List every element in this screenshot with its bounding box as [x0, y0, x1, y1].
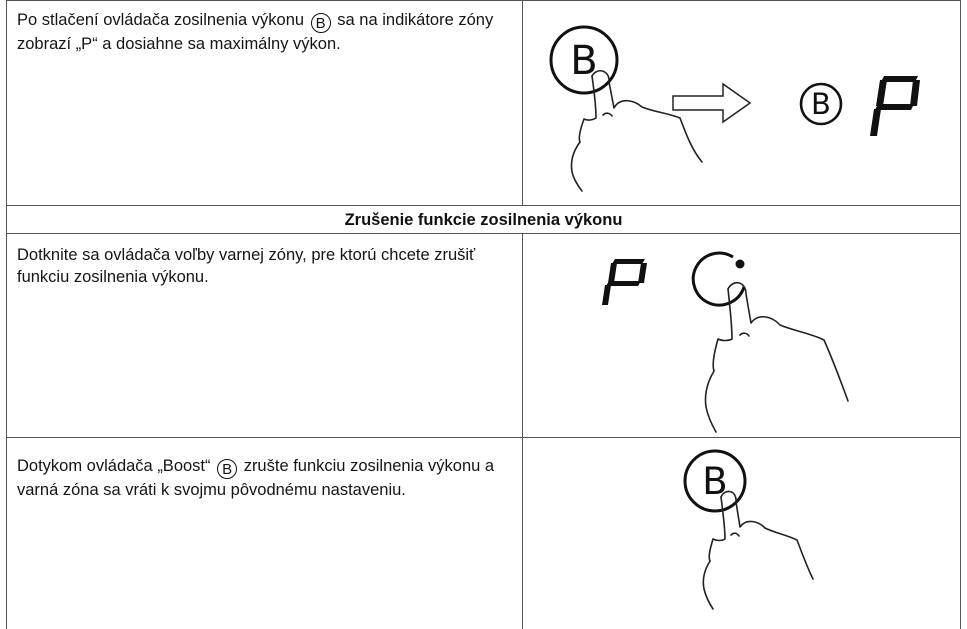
row3-text-before: Dotykom ovládača „Boost“	[17, 457, 211, 475]
table-border-left	[6, 0, 7, 629]
boost-button-letter: B	[702, 460, 727, 503]
table-column-divider-2	[522, 233, 523, 629]
arrow-right-icon	[673, 84, 750, 122]
boost-indicator-icon: B	[801, 84, 841, 124]
seven-segment-p-icon	[870, 76, 920, 136]
section-heading: Zrušenie funkcie zosilnenia výkonu	[6, 207, 961, 233]
table-border-right	[960, 0, 961, 629]
row2-text: Dotknite sa ovládača voľby varnej zóny, …	[17, 244, 497, 288]
table-border-top	[6, 0, 961, 1]
boost-inline-icon: B	[311, 13, 331, 33]
row2-illustration	[590, 243, 890, 433]
boost-indicator-letter: B	[811, 87, 831, 121]
row1-text: Po stlačení ovládača zosilnenia výkonu B…	[17, 9, 515, 55]
table-column-divider-1	[522, 0, 523, 206]
table-row-divider-2	[6, 233, 961, 234]
row3-text: Dotykom ovládača „Boost“ B zrušte funkci…	[17, 455, 515, 501]
touch-hand-icon	[703, 491, 813, 609]
boost-inline-icon: B	[217, 459, 237, 479]
boost-button-letter: B	[570, 38, 597, 84]
row3-illustration: B	[675, 445, 875, 629]
table-row-divider-3	[6, 437, 961, 438]
seven-segment-p-icon	[602, 259, 647, 305]
touch-hand-icon	[571, 71, 702, 191]
zone-select-button-icon	[693, 253, 744, 305]
row1-illustration: B B	[540, 10, 950, 195]
row1-text-before: Po stlačení ovládača zosilnenia výkonu	[17, 11, 304, 29]
boost-button-icon: B	[551, 27, 617, 93]
